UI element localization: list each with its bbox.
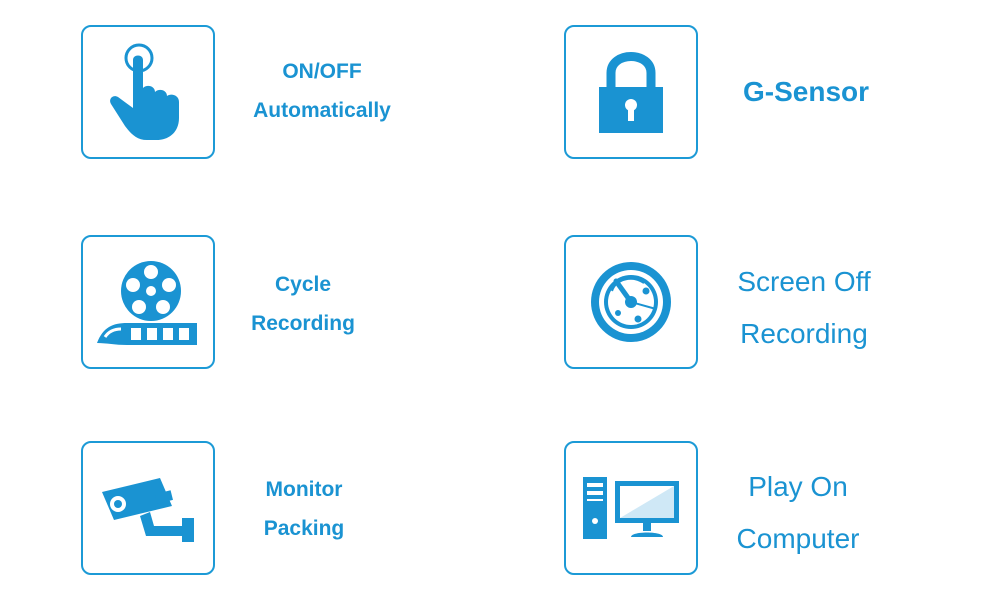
feature-label-line: Recording [251,312,355,335]
feature-tile-on-off [81,25,215,159]
feature-label-screen-off-recording: Screen Off Recording [714,268,894,348]
feature-tile-play-on-computer [564,441,698,575]
feature-tile-g-sensor [564,25,698,159]
feature-label-line: G-Sensor [742,76,870,107]
feature-label-play-on-computer: Play On Computer [708,473,888,553]
feature-label-line: Automatically [253,99,391,122]
touch-finger-icon [110,43,179,140]
feature-tile-screen-off-recording [564,235,698,369]
feature-label-line: Packing [263,517,345,540]
feature-label-on-off: ON/OFF Automatically [232,61,412,121]
feature-label-monitor-packing: Monitor Packing [214,479,394,539]
feature-label-line: Computer [736,523,860,554]
feature-tile-monitor-packing [81,441,215,575]
feature-label-line: Recording [740,318,868,349]
security-camera-icon [102,478,194,542]
feature-label-line: Play On [748,471,848,502]
feature-label-cycle-recording: Cycle Recording [213,274,393,334]
feature-label-line: Screen Off [737,266,871,297]
feature-label-line: ON/OFF [282,60,362,83]
feature-label-line: Cycle [274,273,332,296]
padlock-icon [599,52,663,133]
feature-tile-cycle-recording [81,235,215,369]
feature-label-line: Monitor [265,478,343,501]
feature-label-g-sensor: G-Sensor [716,78,896,106]
film-reel-icon [97,261,197,345]
desktop-computer-icon [583,477,679,539]
radar-icon [591,262,671,342]
